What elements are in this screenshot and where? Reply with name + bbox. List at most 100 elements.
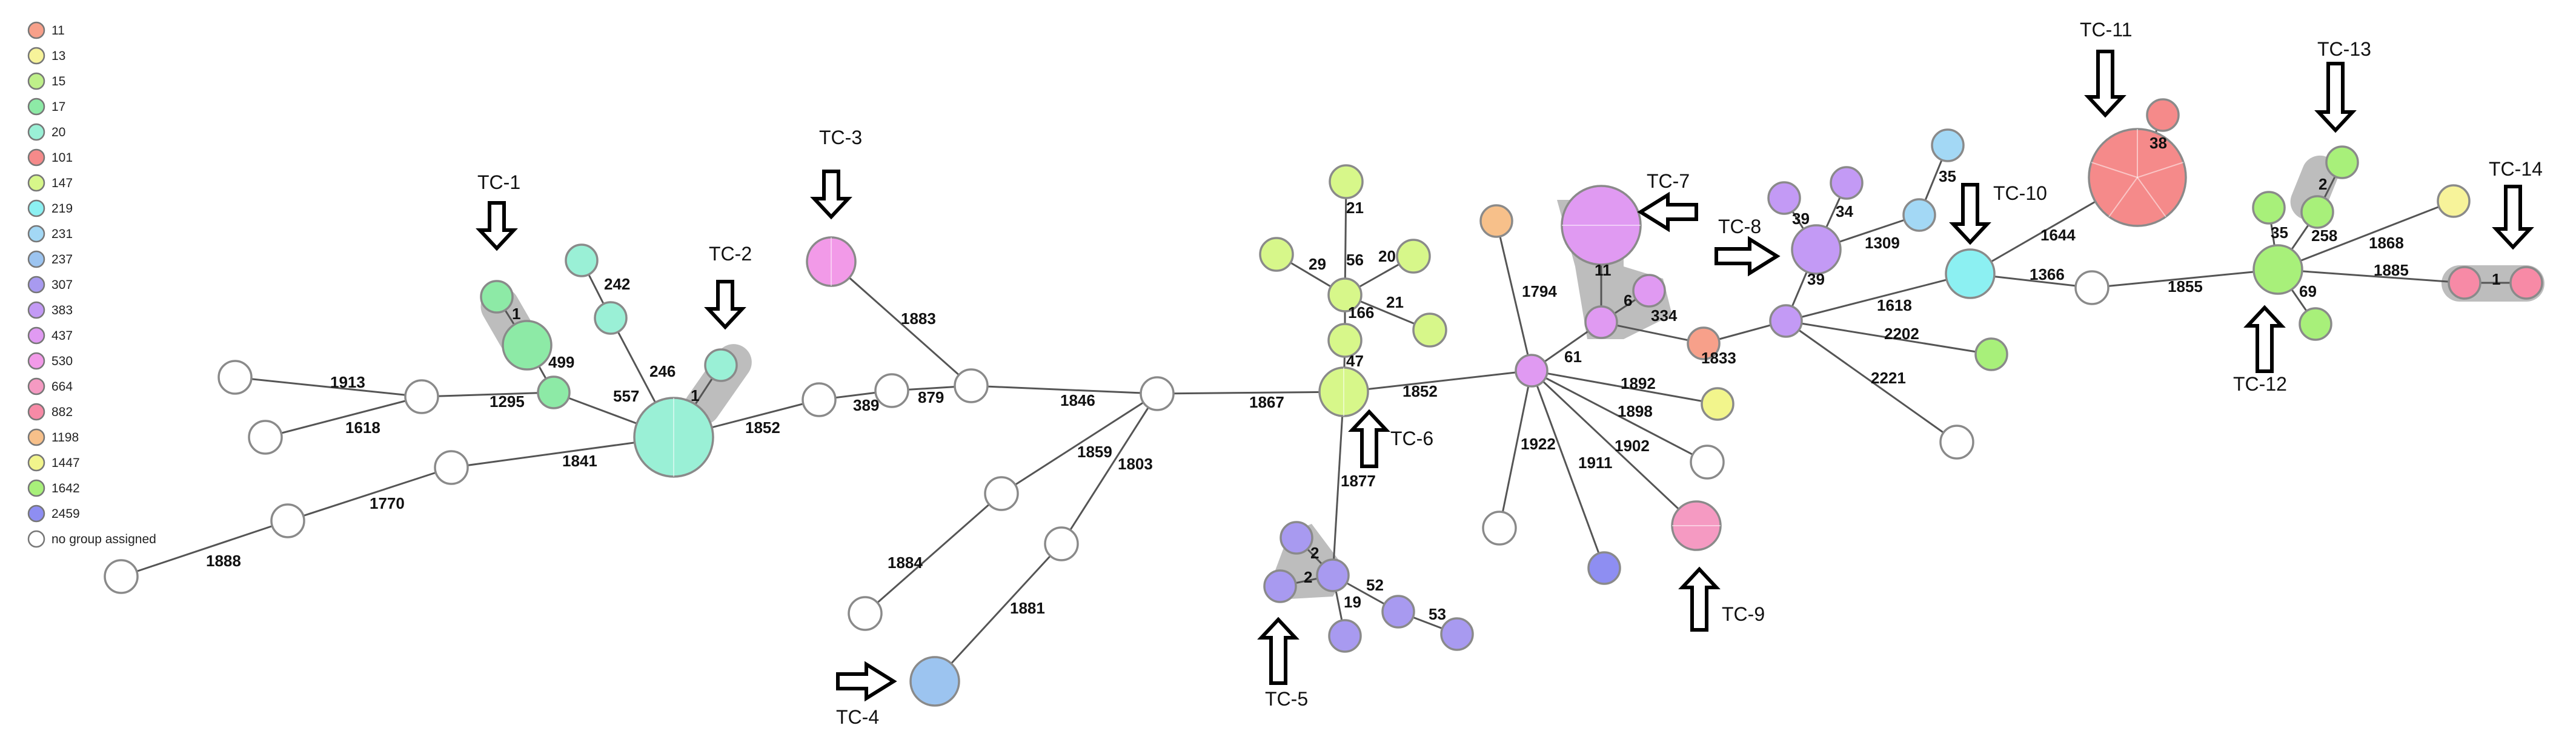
edge: [1332, 391, 1345, 576]
node-no-group[interactable]: [270, 503, 305, 538]
node-group-147[interactable]: [1396, 239, 1431, 274]
node-no-group[interactable]: [954, 368, 989, 403]
node-group-147[interactable]: [1259, 237, 1294, 272]
node-group-383[interactable]: [1769, 304, 1803, 338]
node-group-1642[interactable]: [2299, 307, 2332, 341]
node-group-307[interactable]: [1381, 595, 1415, 629]
edge-label: 38: [2149, 134, 2167, 152]
edge-label: 557: [613, 387, 639, 405]
node-group-101[interactable]: [2146, 98, 2180, 132]
node-group-1642[interactable]: [1974, 337, 2008, 371]
node-group-307[interactable]: [1328, 619, 1362, 653]
node-group-13[interactable]: [2437, 184, 2471, 218]
legend-swatch: [27, 301, 45, 319]
node-no-group[interactable]: [2074, 270, 2110, 305]
legend-label: 2459: [51, 507, 80, 521]
node-no-group[interactable]: [1482, 511, 1517, 546]
edge-label: 1794: [1522, 282, 1557, 300]
edge: [234, 376, 422, 398]
node-group-1642[interactable]: [2252, 244, 2303, 295]
node-group-231[interactable]: [1902, 198, 1936, 232]
node-group-219[interactable]: [1945, 248, 1996, 299]
node-group-147[interactable]: [1412, 313, 1447, 348]
node-no-group[interactable]: [1140, 376, 1175, 411]
node-no-group[interactable]: [874, 373, 909, 408]
node-group-17[interactable]: [480, 280, 514, 314]
legend-label: 530: [51, 354, 73, 368]
node-group-307[interactable]: [1280, 521, 1313, 555]
node-group-20[interactable]: [565, 243, 599, 277]
node-group-437[interactable]: [1632, 274, 1666, 308]
edge-label: 39: [1807, 270, 1825, 288]
node-group-20[interactable]: [704, 348, 738, 382]
node-no-group[interactable]: [848, 596, 883, 631]
legend-swatch: [27, 21, 45, 39]
node-group-882[interactable]: [2509, 266, 2543, 300]
node-no-group[interactable]: [1690, 445, 1725, 480]
edge: [831, 260, 972, 387]
node-no-group[interactable]: [1939, 425, 1974, 460]
edge-label: 389: [853, 396, 879, 414]
node-group-307[interactable]: [1263, 569, 1297, 603]
node-no-group[interactable]: [217, 360, 253, 395]
node-group-1447[interactable]: [1701, 387, 1734, 421]
node-group-383[interactable]: [1830, 166, 1864, 200]
arrow-down-icon: [476, 201, 518, 251]
edge-label: 1295: [490, 392, 525, 411]
edge-label: 1: [512, 305, 520, 323]
node-group-1642[interactable]: [2252, 191, 2286, 225]
tc-label: TC-1: [477, 171, 520, 193]
edge-label: 1883: [901, 309, 936, 328]
node-no-group[interactable]: [984, 476, 1019, 511]
node-group-882[interactable]: [2448, 266, 2481, 300]
node-group-237[interactable]: [909, 656, 960, 707]
node-group-1642[interactable]: [2300, 195, 2334, 229]
edge: [1785, 273, 1971, 322]
node-no-group[interactable]: [1044, 526, 1079, 561]
node-group-147[interactable]: [1327, 323, 1363, 358]
node-group-147[interactable]: [1329, 164, 1364, 199]
legend-label: 219: [51, 202, 73, 216]
node-no-group[interactable]: [104, 559, 139, 594]
node-group-383[interactable]: [1791, 224, 1842, 275]
edge-label: 6: [1624, 291, 1632, 309]
edge-label: 11: [1595, 261, 1612, 279]
edge-label: 1885: [2374, 261, 2409, 279]
legend-label: 231: [51, 227, 73, 241]
node-group-437[interactable]: [1515, 354, 1549, 388]
node-group-17[interactable]: [537, 375, 571, 409]
legend-label: 11: [51, 24, 65, 38]
arrow-right-icon: [1715, 236, 1781, 277]
edge-label: 21: [1386, 293, 1404, 311]
node-group-307[interactable]: [1440, 617, 1474, 651]
node-no-group[interactable]: [248, 420, 283, 455]
node-no-group[interactable]: [802, 382, 837, 417]
node-group-17[interactable]: [502, 320, 553, 371]
node-group-231[interactable]: [1931, 128, 1965, 162]
arrow-down-icon: [810, 170, 852, 220]
node-no-group[interactable]: [434, 450, 469, 485]
legend: 1113151720101147219231237307383437530664…: [27, 21, 156, 548]
tc-label: TC-4: [836, 706, 879, 728]
arrows: [476, 50, 2534, 702]
node-no-group[interactable]: [404, 379, 439, 414]
edge-label: 1877: [1341, 472, 1376, 490]
edge-label: 2: [1310, 544, 1319, 562]
node-group-1198[interactable]: [1479, 204, 1513, 238]
node-group-11[interactable]: [1687, 326, 1721, 360]
node-group-1642[interactable]: [2325, 145, 2359, 179]
edge: [1344, 181, 1347, 296]
edge-label: 258: [2311, 227, 2337, 245]
edge-label: 246: [649, 362, 676, 380]
node-group-437[interactable]: [1584, 305, 1618, 339]
legend-label: 1447: [51, 456, 80, 470]
node-group-307[interactable]: [1316, 558, 1350, 592]
edge: [1060, 393, 1158, 544]
node-group-147[interactable]: [1327, 277, 1363, 313]
node-group-2459[interactable]: [1587, 551, 1621, 585]
tc-label: TC-10: [1993, 182, 2047, 204]
edge-label: 1902: [1615, 437, 1650, 455]
node-group-383[interactable]: [1767, 181, 1801, 215]
node-group-20[interactable]: [594, 301, 628, 335]
edge-label: 1911: [1578, 454, 1612, 472]
